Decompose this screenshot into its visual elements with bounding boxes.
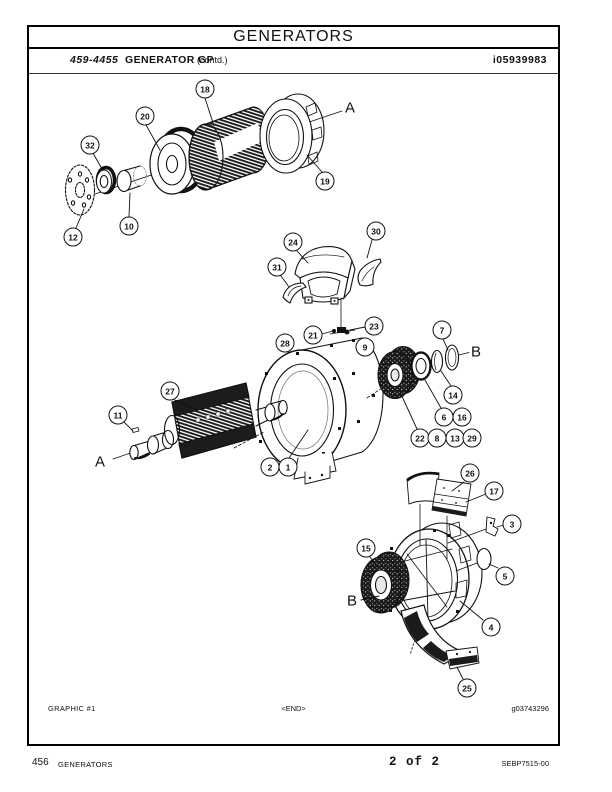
part-callout-number: 26 — [465, 468, 475, 478]
part-callout: 6 — [434, 407, 454, 427]
part-callout-number: 19 — [320, 176, 330, 186]
part-callout-number: 23 — [369, 321, 379, 331]
part-callout-number: 12 — [68, 232, 78, 242]
part-callout: 1 — [278, 457, 298, 477]
view-label: B — [347, 593, 357, 610]
footer-page-of: 2 of 2 — [389, 755, 441, 769]
part-callout: 31 — [267, 257, 287, 277]
part-callout: 2 — [260, 457, 280, 477]
part-callout-number: 24 — [288, 237, 298, 247]
part-callout: 26 — [460, 463, 480, 483]
rotor-assembly — [112, 382, 288, 461]
rear-housing-assembly — [360, 471, 505, 680]
footer-manual-id: SEBP7515-00 — [501, 759, 549, 768]
part-callout-number: 30 — [371, 226, 381, 236]
fan-drive-assembly — [64, 93, 343, 229]
part-callout-number: 31 — [272, 262, 282, 272]
part-header-row: 459-4455 GENERATOR GP (contd.) i05939983 — [29, 49, 558, 74]
part-callout-number: 16 — [457, 412, 467, 422]
end-marker: <END> — [281, 704, 306, 713]
part-callout-number: 29 — [467, 433, 477, 443]
part-callout-number: 25 — [462, 683, 472, 693]
part-callout-number: 6 — [441, 412, 447, 422]
part-callout: 4 — [481, 617, 501, 637]
view-label-letter: B — [470, 343, 482, 361]
part-callout-number: 21 — [308, 330, 318, 340]
part-callout-number: 20 — [140, 111, 150, 121]
part-callout-number: 8 — [434, 433, 440, 443]
part-callout: 5 — [495, 566, 515, 586]
document-id: i05939983 — [492, 54, 547, 66]
part-callout-number: 9 — [362, 342, 368, 352]
continued-marker: (contd.) — [197, 55, 228, 65]
view-label-letter: A — [344, 99, 356, 117]
part-callout-number: 28 — [280, 338, 290, 348]
part-callout: 29 — [462, 428, 482, 448]
part-callout: 20 — [135, 106, 155, 126]
footer-page-number: 456 — [32, 757, 49, 768]
cover-assembly — [280, 239, 382, 388]
graphic-label: GRAPHIC #1 — [48, 704, 96, 713]
graphic-id: g03743296 — [511, 704, 549, 713]
footer-section-name: GENERATORS — [58, 760, 113, 769]
part-callout: 17 — [484, 481, 504, 501]
part-callout: 27 — [160, 381, 180, 401]
part-callout: 7 — [432, 320, 452, 340]
part-callout: 23 — [364, 316, 384, 336]
part-callout-number: 4 — [488, 622, 494, 632]
part-callout-number: 7 — [439, 325, 445, 335]
view-label: B — [471, 344, 481, 361]
part-callout-number: 27 — [165, 386, 175, 396]
part-callout-number: 18 — [200, 84, 210, 94]
rectifier-bearing-group — [366, 338, 470, 430]
part-name: GENERATOR GP — [125, 54, 215, 66]
part-callout: 8 — [427, 428, 447, 448]
part-callout-number: 2 — [267, 462, 273, 472]
section-title-bar: GENERATORS — [29, 27, 558, 49]
part-callout-number: 3 — [509, 519, 515, 529]
view-label: A — [95, 454, 105, 471]
view-label-letter: B — [346, 592, 358, 610]
view-label: A — [345, 100, 355, 117]
part-callout: 19 — [315, 171, 335, 191]
part-callout: 16 — [452, 407, 472, 427]
part-callout: 30 — [366, 221, 386, 241]
part-callout-number: 32 — [85, 140, 95, 150]
part-callout: 18 — [195, 79, 215, 99]
part-callout: 3 — [502, 514, 522, 534]
part-callout: 32 — [80, 135, 100, 155]
part-callout: 28 — [275, 333, 295, 353]
part-callout: 11 — [108, 405, 128, 425]
part-callout-number: 22 — [415, 433, 425, 443]
part-callout: 15 — [356, 538, 376, 558]
part-callout-number: 17 — [489, 486, 499, 496]
part-callout: 12 — [63, 227, 83, 247]
part-callout: 25 — [457, 678, 477, 698]
part-callout: 24 — [283, 232, 303, 252]
part-callout-number: 5 — [502, 571, 508, 581]
part-callout: 10 — [119, 216, 139, 236]
generator-frame-body — [233, 337, 384, 485]
part-callout-number: 1 — [285, 462, 291, 472]
part-callout-number: 14 — [448, 390, 458, 400]
part-callout: 9 — [355, 337, 375, 357]
view-label-letter: A — [94, 453, 106, 471]
part-callout-number: 11 — [113, 410, 123, 420]
part-number: 459-4455 — [70, 54, 119, 66]
section-title: GENERATORS — [233, 28, 354, 45]
part-callout-number: 10 — [124, 221, 134, 231]
part-callout: 14 — [443, 385, 463, 405]
part-callout-number: 15 — [361, 543, 371, 553]
part-callout-number: 13 — [450, 433, 460, 443]
part-callout: 21 — [303, 325, 323, 345]
